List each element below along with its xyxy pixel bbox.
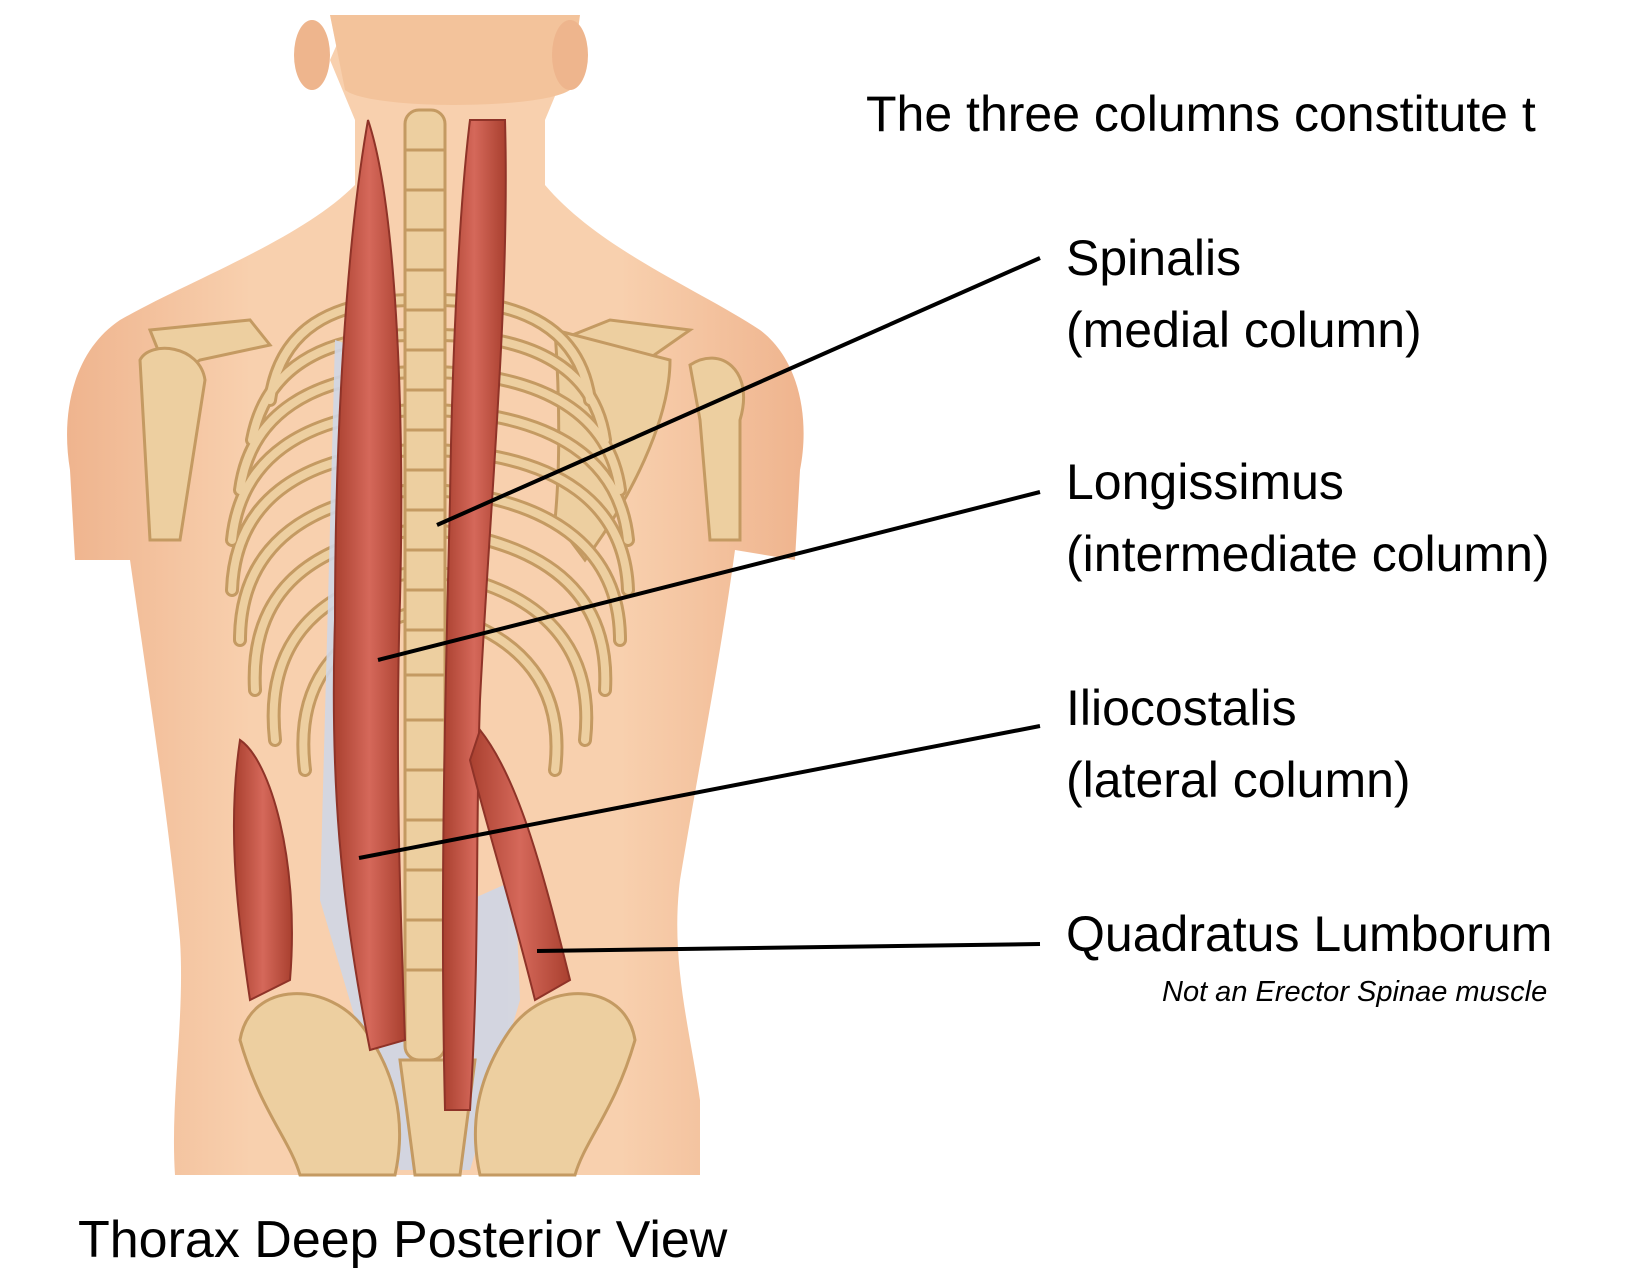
iliocostalis-leader-line — [358, 724, 1041, 860]
leader-lines — [358, 256, 1041, 953]
right-ilium-bone — [473, 992, 637, 1177]
erector-spinae-muscles — [232, 119, 572, 1111]
right-humerus-bone — [688, 356, 746, 542]
label-iliocostalis-sub: (lateral column) — [1066, 752, 1411, 808]
label-longissimus-sub: (intermediate column) — [1066, 526, 1550, 582]
pelvis — [238, 992, 637, 1177]
longissimus-leader-line — [377, 490, 1041, 662]
left-quadratus-lumborum-muscle — [232, 738, 293, 1002]
label-quadratus-lumborum: Quadratus Lumborum — [1066, 898, 1552, 970]
left-ilium-bone — [238, 992, 402, 1177]
right-ear — [552, 20, 588, 90]
spinalis-leader-line — [436, 256, 1041, 527]
label-longissimus: Longissimus (intermediate column) — [1066, 446, 1550, 590]
vertebral-column — [403, 108, 447, 1062]
label-longissimus-name: Longissimus — [1066, 454, 1344, 510]
label-spinalis: Spinalis (medial column) — [1066, 222, 1422, 366]
diagram-heading: The three columns constitute t — [866, 86, 1536, 142]
right-quadratus-lumborum-muscle — [468, 727, 572, 1002]
left-longissimus-muscle — [332, 119, 407, 1052]
label-quadratus-lumborum-name: Quadratus Lumborum — [1066, 906, 1553, 962]
right-spinalis-muscle — [441, 119, 507, 1111]
quadratus-lumborum-note: Not an Erector Spinae muscle — [1162, 976, 1548, 1008]
label-iliocostalis: Iliocostalis (lateral column) — [1066, 672, 1411, 816]
left-humerus-bone — [138, 346, 207, 542]
label-spinalis-sub: (medial column) — [1066, 302, 1422, 358]
quadratus-lumborum-leader-line — [536, 942, 1041, 953]
head-base — [330, 15, 580, 105]
figure-caption: Thorax Deep Posterior View — [78, 1211, 728, 1269]
label-spinalis-name: Spinalis — [1066, 230, 1242, 286]
label-iliocostalis-name: Iliocostalis — [1066, 680, 1297, 736]
left-ear — [294, 20, 330, 90]
